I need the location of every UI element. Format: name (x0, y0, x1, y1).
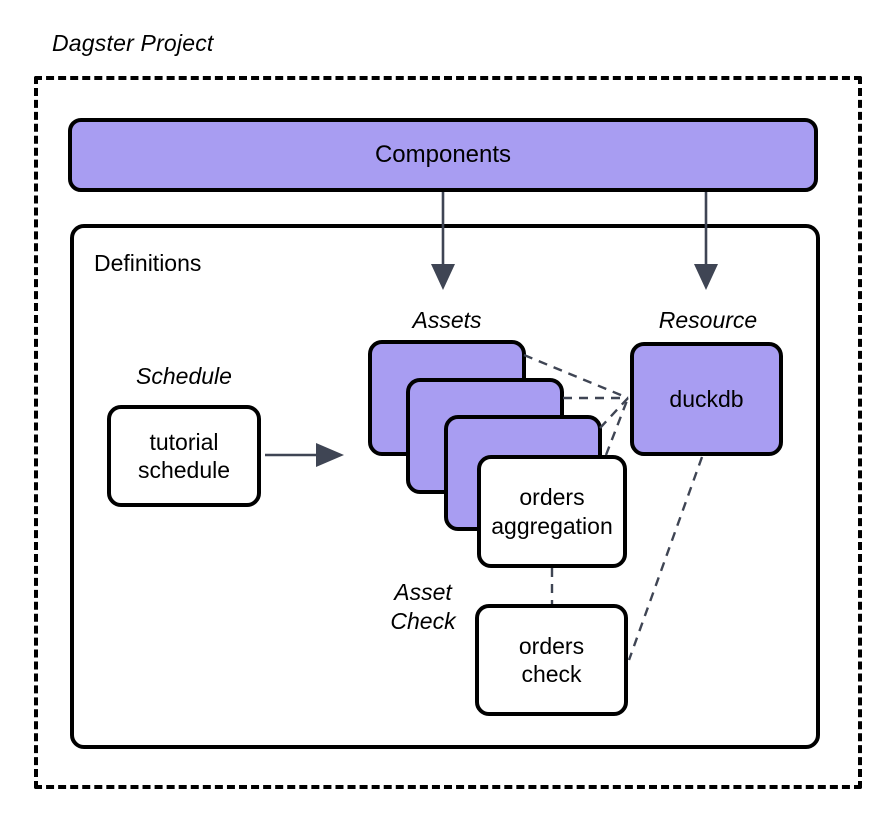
project-title: Dagster Project (52, 30, 214, 56)
orders-check-line2: check (521, 661, 582, 687)
tutorial-schedule-line1: tutorial (149, 428, 219, 455)
tutorial-schedule-label: tutorial schedule (138, 428, 230, 484)
duckdb-label: duckdb (669, 385, 744, 412)
definitions-label: Definitions (94, 250, 202, 276)
tutorial-schedule-line2: schedule (137, 457, 231, 483)
components-box[interactable]: Components (68, 118, 818, 192)
schedule-caption: Schedule (136, 363, 232, 389)
orders-check-label: orders check (519, 632, 584, 688)
orders-aggregation-line2: aggregation (491, 512, 613, 539)
asset-check-caption-line2: Check (390, 607, 456, 634)
assets-caption: Assets (412, 307, 482, 333)
asset-check-caption: Asset Check (372, 578, 474, 636)
orders-aggregation-box[interactable]: orders aggregation (477, 455, 627, 568)
components-label: Components (374, 141, 512, 169)
orders-aggregation-line1: orders (519, 484, 585, 511)
orders-aggregation-label: orders aggregation (491, 483, 613, 539)
dagster-project-frame (34, 76, 862, 789)
asset-check-caption-line1: Asset (394, 579, 452, 605)
tutorial-schedule-box[interactable]: tutorial schedule (107, 405, 261, 507)
resource-caption: Resource (658, 307, 758, 333)
orders-check-line1: orders (518, 632, 585, 659)
duckdb-box[interactable]: duckdb (630, 342, 783, 456)
orders-check-box[interactable]: orders check (475, 604, 628, 716)
